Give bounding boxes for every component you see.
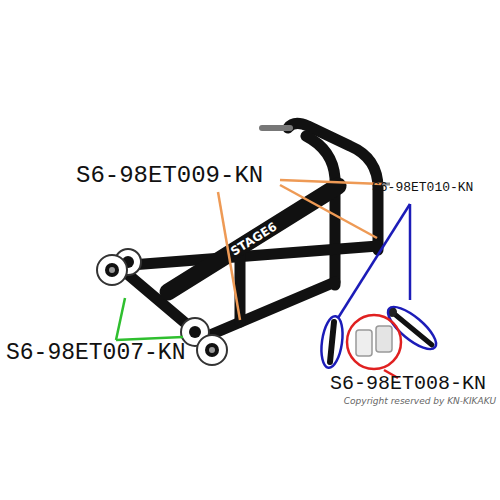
leader-line xyxy=(280,185,377,238)
leader-line xyxy=(280,180,382,184)
leader-line xyxy=(409,204,412,300)
part-number: S6-98ET007-KN xyxy=(6,342,185,365)
part-number: S6-98ET009-KN xyxy=(76,164,263,188)
part-ellipse xyxy=(382,300,442,355)
part-number: S6-98ET008-KN xyxy=(330,374,486,394)
leader-line xyxy=(338,204,410,318)
leader-line xyxy=(116,298,125,340)
part-ellipse xyxy=(318,315,345,369)
copyright-note: Copyright reserved by KN-KIKAKU xyxy=(344,397,496,406)
stand-frame xyxy=(118,123,378,338)
lift-pin xyxy=(262,125,290,131)
leader-line xyxy=(116,337,183,340)
part-circle xyxy=(347,315,401,369)
mid-tube xyxy=(235,256,246,322)
front-arm xyxy=(203,282,335,338)
part-number: S6-98ET010-KN xyxy=(372,181,473,194)
